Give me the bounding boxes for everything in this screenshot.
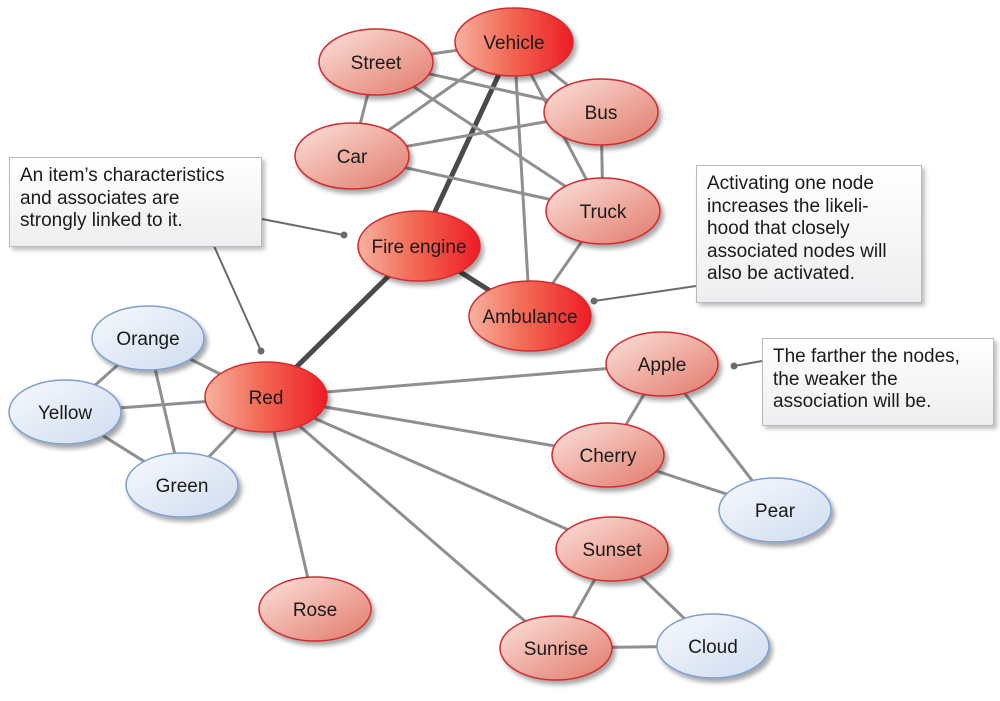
node-green: Green [125,452,239,518]
node-label: Sunset [582,540,642,561]
callout-activation: Activating one node increases the likeli… [696,165,922,303]
edge-red-sunset [265,395,613,551]
callout-characteristics: An item’s characteristics and associates… [9,157,262,247]
node-label: Apple [638,355,687,376]
node-rose: Rose [258,576,372,642]
node-street: Street [318,28,434,96]
node-red: Red [204,361,328,433]
node-label: Yellow [38,403,93,424]
node-orange: Orange [91,305,205,371]
callout-distance: The farther the nodes, the weaker the as… [762,338,994,426]
node-ellipse [8,379,122,445]
edge-vehicle-ambulance [512,41,532,317]
node-ellipse [555,516,669,582]
node-yellow: Yellow [8,379,122,445]
node-label: Cloud [688,637,738,658]
leader-activation-ambulance-dot [590,297,598,305]
node-ellipse [294,122,410,190]
node-cloud: Cloud [656,613,770,679]
node-ellipse [357,210,481,282]
node-ellipse [543,78,659,146]
node-ellipse [91,305,205,371]
node-ellipse [545,177,661,245]
edge-red-apple [265,362,663,399]
node-label: Rose [293,600,337,621]
leader-distance-apple-dot [730,362,738,370]
node-vehicle: Vehicle [454,7,574,77]
leader-characteristics-fire-engine-dot [340,231,348,239]
node-sunrise: Sunrise [499,615,613,681]
node-label: Street [351,53,402,74]
node-ellipse [468,280,592,352]
node-label: Ambulance [482,307,577,328]
node-label: Green [156,476,209,497]
node-ambulance: Ambulance [468,280,592,352]
leader-distance-apple [733,360,763,367]
node-label: Truck [580,202,627,223]
node-label: Orange [116,329,179,350]
node-apple: Apple [605,331,719,397]
node-cherry: Cherry [551,422,665,488]
node-ellipse [605,331,719,397]
node-label: Fire engine [371,237,466,258]
node-ellipse [258,576,372,642]
node-label: Vehicle [483,33,544,54]
node-label: Bus [585,103,618,124]
node-car: Car [294,122,410,190]
node-pear: Pear [718,477,832,543]
node-label: Pear [755,501,796,522]
node-bus: Bus [543,78,659,146]
leader-characteristics-fire-engine [261,218,345,236]
callout-leaders-layer [213,218,763,370]
edge-red-sunrise [265,395,557,650]
leader-characteristics-red [213,245,262,352]
leader-characteristics-red-dot [257,347,265,355]
node-label: Car [337,147,368,168]
node-ellipse [551,422,665,488]
leader-activation-ambulance [593,285,697,302]
node-ellipse [499,615,613,681]
node-ellipse [318,28,434,96]
node-ellipse [718,477,832,543]
node-truck: Truck [545,177,661,245]
node-label: Sunrise [524,639,588,660]
node-ellipse [454,7,574,77]
node-label: Red [249,388,284,409]
node-ellipse [125,452,239,518]
node-ellipse [656,613,770,679]
node-fire-engine: Fire engine [357,210,481,282]
node-sunset: Sunset [555,516,669,582]
node-label: Cherry [579,446,637,467]
node-ellipse [204,361,328,433]
